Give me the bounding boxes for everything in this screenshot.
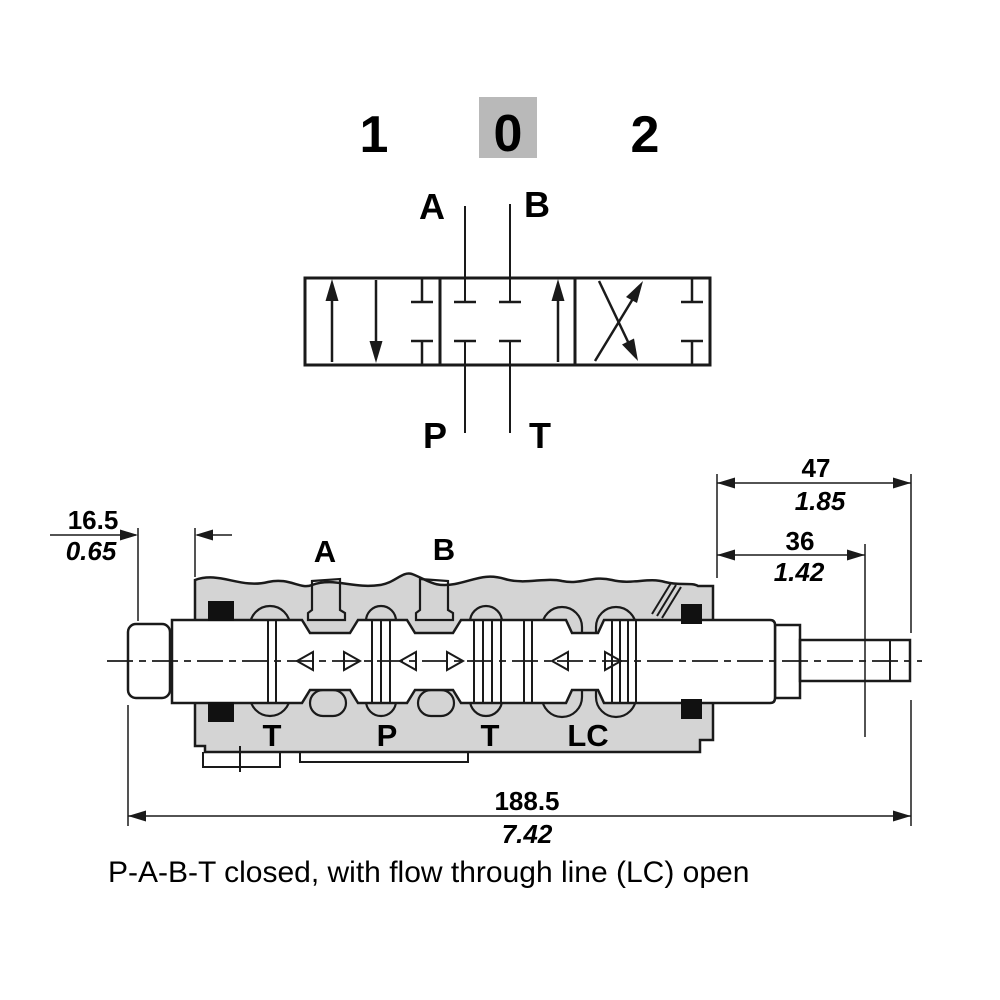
figure-caption: P-A-B-T closed, with flow through line (… [108, 856, 749, 889]
extension-lines [127, 474, 912, 826]
symbol-center-cell [438, 276, 577, 367]
section-port-t1-label: T [263, 718, 282, 753]
section-port-a-label: A [314, 534, 336, 569]
symbol-envelope [303, 276, 712, 367]
housing-tab-right [299, 752, 469, 763]
dimension-right-inner: 36 1.42 [717, 526, 865, 587]
section-port-b-label: B [433, 532, 455, 567]
channel-a [306, 577, 347, 622]
seals [208, 601, 702, 722]
dim-right-outer-mm: 47 [802, 453, 831, 483]
symbol-cell-0 [454, 279, 565, 362]
dim-right-outer-inch: 1.85 [795, 486, 846, 516]
symbol-cell-2 [593, 279, 703, 364]
position-0-label: 0 [494, 105, 523, 163]
dimension-right-outer: 47 1.85 [717, 453, 911, 516]
section-view: 16.5 0.65 47 1.85 36 1.42 188.5 7.42 [50, 453, 922, 849]
symbol-port-lines [464, 204, 511, 433]
dimension-overall: 188.5 7.42 [128, 786, 911, 849]
dim-overall-inch: 7.42 [502, 819, 553, 849]
dim-right-inner-inch: 1.42 [774, 557, 825, 587]
symbol-port-t-label: T [529, 415, 551, 456]
section-port-lc-label: LC [567, 718, 608, 753]
dim-left-mm: 16.5 [68, 505, 119, 535]
position-1-label: 1 [360, 106, 389, 164]
channel-b [414, 577, 455, 622]
housing-tab-left [202, 752, 281, 768]
dimension-left: 16.5 0.65 [50, 505, 232, 566]
symbol-cell-1 [325, 279, 433, 364]
dim-left-inch: 0.65 [66, 536, 117, 566]
valve-symbol: 1 0 2 A B P T [303, 97, 712, 456]
section-port-t2-label: T [481, 718, 500, 753]
dim-right-inner-mm: 36 [786, 526, 815, 556]
symbol-port-p-label: P [423, 415, 447, 456]
flow-triangles [294, 650, 624, 672]
dim-overall-mm: 188.5 [494, 786, 559, 816]
section-port-p-label: P [377, 718, 398, 753]
symbol-port-a-label: A [419, 186, 445, 227]
position-2-label: 2 [631, 106, 660, 164]
symbol-port-b-label: B [524, 184, 550, 225]
break-hatch [651, 582, 682, 619]
active-position-badge [479, 97, 537, 158]
